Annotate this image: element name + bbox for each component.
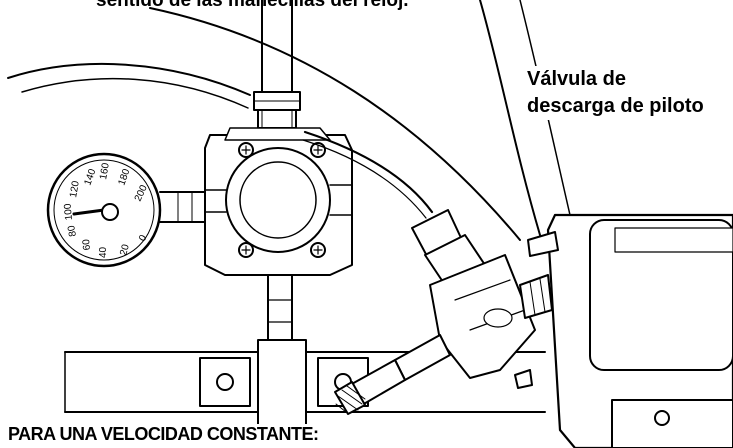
pressure-switch-tab <box>527 231 559 257</box>
pressure-gauge-needle <box>72 208 106 216</box>
pilot-valve-label-line1: Válvula de <box>527 68 626 90</box>
pilot-tube <box>303 130 434 214</box>
gauge-tick-label: 40 <box>98 246 109 258</box>
tank-curve-left-inner <box>21 77 249 109</box>
gauge-tick-label: 160 <box>98 162 112 181</box>
clamp-center <box>257 339 307 431</box>
side-outlet <box>519 274 553 319</box>
pilot-valve-knob <box>514 369 533 389</box>
lower-stem <box>267 274 293 341</box>
top-caption: sentido de las manecillas del reloj. <box>96 0 409 11</box>
pilot-valve-label: Válvula de descarga de piloto <box>525 66 706 120</box>
gauge-scale: 0 20 40 60 80 100 120 140 160 180 200 <box>63 162 150 258</box>
tank-curve-arc <box>149 7 521 241</box>
hose-top <box>261 0 293 93</box>
pressure-switch-face <box>589 219 733 371</box>
regulator-port-inner <box>239 161 317 239</box>
tank-curve-left <box>7 63 251 96</box>
bottom-caption: PARA UNA VELOCIDAD CONSTANTE: <box>8 424 323 445</box>
gauge-tick-label: 80 <box>66 224 79 237</box>
gauge-connector <box>159 191 206 223</box>
pressure-switch-lower <box>611 399 733 448</box>
gauge-tick-label: 0 <box>137 233 150 244</box>
gauge-tick-label: 100 <box>63 203 75 221</box>
exhaust-nozzle <box>394 334 451 381</box>
gauge-tick-label: 20 <box>118 243 132 257</box>
tank-curve-arc-2 <box>479 0 541 236</box>
pilot-valve-label-line2: descarga de piloto <box>527 95 704 117</box>
gauge-tick-label: 120 <box>68 180 82 199</box>
gauge-tick-label: 60 <box>81 238 93 250</box>
